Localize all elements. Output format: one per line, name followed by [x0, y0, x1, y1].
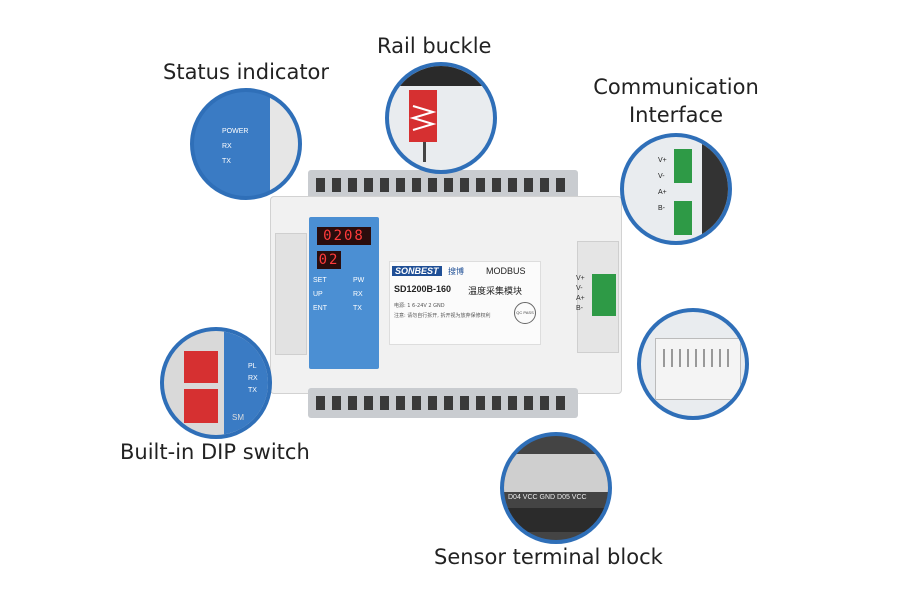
- status-led-power: POWER: [222, 128, 249, 135]
- status-indicator-callout: POWER RX TX: [190, 88, 302, 200]
- rail-buckle-callout: [385, 62, 497, 174]
- top-terminal-strip: [308, 170, 578, 200]
- button-up[interactable]: UP: [313, 291, 323, 298]
- brand-bar: SONBEST 搜博 MODBUS: [390, 266, 540, 278]
- rail-buckle-label: Rail buckle: [377, 34, 492, 58]
- status-indicator-label: Status indicator: [163, 60, 330, 84]
- terminal-clear-cover: [504, 454, 608, 492]
- status-panel-edge: [270, 92, 298, 196]
- side-vent-callout: [637, 308, 749, 420]
- dip-switch-callout: PL RX TX SM: [160, 327, 272, 439]
- brand-cn: 搜博: [448, 267, 464, 276]
- comm-dark-edge: [702, 137, 728, 241]
- display-top: 0208: [317, 227, 371, 245]
- led-rx-label: RX: [353, 291, 363, 298]
- status-led-tx: TX: [222, 158, 231, 165]
- comm-connector-lower: [674, 201, 692, 235]
- top-terminal-screws: [316, 178, 565, 192]
- model-number: SD1200B-160: [394, 284, 452, 294]
- side-vent-panel: [655, 338, 741, 400]
- left-slot: [275, 233, 307, 355]
- bottom-terminal-strip: [308, 388, 578, 418]
- device-label: SONBEST 搜博 MODBUS SD1200B-160 温度采集模块 电源:…: [389, 261, 541, 345]
- display-bottom: 02: [317, 251, 341, 269]
- terminal-b-minus: B-: [576, 305, 583, 312]
- terminal-v-plus: V+: [576, 275, 585, 282]
- led-tx-label: TX: [353, 305, 362, 312]
- comm-label-a-plus: A+: [658, 189, 667, 196]
- note-line: 注意: 请勿自行拆开, 拆开视为放弃保修权利: [394, 313, 491, 319]
- dip-label-pl: PL: [248, 363, 257, 370]
- spec-line: 电源: 1 6-24V 2 GND: [394, 303, 445, 309]
- terminal-screws: [504, 508, 608, 532]
- right-terminal-labels: V+ V- A+ B-: [576, 274, 585, 314]
- dip-switch-bottom: [184, 389, 218, 423]
- terminal-labels: D04 VCC GND D05 VCC: [508, 494, 587, 501]
- brand-logo: SONBEST: [392, 266, 442, 276]
- dip-switch-top: [184, 351, 218, 383]
- communication-interface-label: Communication Interface: [590, 75, 762, 127]
- comm-label-v-plus: V+: [658, 157, 667, 164]
- rail-buckle-frame: [389, 66, 493, 86]
- right-terminal-block: V+ V- A+ B-: [576, 241, 619, 353]
- green-connector: [592, 274, 616, 316]
- dip-label-sm: SM: [232, 413, 244, 422]
- comm-connector-upper: [674, 149, 692, 183]
- bottom-terminal-screws: [316, 396, 565, 410]
- vent-grille: [663, 349, 729, 367]
- status-led-rx: RX: [222, 143, 232, 150]
- button-set[interactable]: SET: [313, 277, 327, 284]
- status-led-labels: POWER RX TX: [222, 124, 248, 169]
- dip-label-tx: TX: [248, 387, 257, 394]
- sensor-terminal-block-label: Sensor terminal block: [434, 545, 663, 569]
- comm-label-v-minus: V-: [658, 173, 665, 180]
- comm-labels: V+ V- A+ B-: [658, 153, 667, 217]
- led-pw-label: PW: [353, 277, 365, 284]
- qc-pass-seal: QC PASS: [514, 302, 536, 324]
- communication-interface-callout: V+ V- A+ B-: [620, 133, 732, 245]
- communication-interface-line2: Interface: [628, 103, 724, 127]
- display-panel: 0208 02 SET UP ENT PW RX TX: [309, 217, 379, 369]
- dip-labels: PL RX TX: [248, 361, 258, 397]
- device-module: 0208 02 SET UP ENT PW RX TX SONBEST 搜博 M…: [262, 166, 628, 420]
- terminal-v-minus: V-: [576, 285, 583, 292]
- communication-interface-line1: Communication: [593, 75, 759, 99]
- rail-buckle-icon: [409, 90, 437, 162]
- terminal-a-plus: A+: [576, 295, 585, 302]
- device-body: 0208 02 SET UP ENT PW RX TX SONBEST 搜博 M…: [270, 196, 622, 394]
- comm-label-b-minus: B-: [658, 205, 665, 212]
- dip-blue-panel: [224, 331, 268, 435]
- model-description: 温度采集模块: [468, 287, 523, 297]
- dip-label-rx: RX: [248, 375, 258, 382]
- dip-switch-label: Built-in DIP switch: [120, 440, 310, 464]
- protocol-label: MODBUS: [486, 266, 526, 276]
- button-ent[interactable]: ENT: [313, 305, 327, 312]
- sensor-terminal-callout: D04 VCC GND D05 VCC: [500, 432, 612, 544]
